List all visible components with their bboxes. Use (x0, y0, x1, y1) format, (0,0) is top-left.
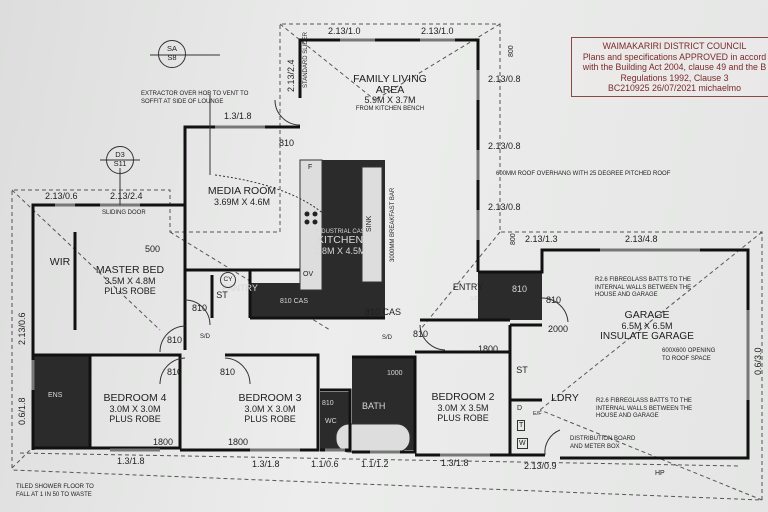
window-label: 1.3/1.8 (441, 458, 469, 468)
window-label: 2.13/4.8 (625, 234, 658, 244)
council-approval-stamp: WAIMAKARIRI DISTRICT COUNCIL Plans and s… (571, 37, 768, 97)
door-label: 810 (192, 303, 208, 313)
window-label: 1.3/1.8 (252, 459, 280, 469)
door-label: 810 (322, 400, 334, 407)
bathtub (335, 423, 411, 453)
room-storage-2: ST (516, 365, 528, 375)
window-label: 0.6/3.0 (753, 347, 763, 375)
window-label: 2.13/2.4 (286, 59, 296, 92)
door-label: 810 (546, 295, 562, 305)
note-roof-overhang: 600MM ROOF OVERHANG WITH 25 DEGREE PITCH… (496, 171, 671, 177)
door-swings (159, 99, 569, 456)
dimension-label: 500 (145, 244, 161, 254)
room-wir: WIR (49, 256, 71, 268)
room-storage: ST (216, 290, 228, 300)
room-ensuite: ENS (48, 392, 63, 399)
window-label: 1.1/0.6 (311, 459, 339, 469)
window-label: 2.13/1.0 (328, 26, 361, 36)
room-wc: WC (325, 418, 337, 425)
window-label: 2.13/0.8 (488, 141, 521, 151)
dryer-label: D (517, 405, 523, 412)
smoke-detector-2: S/D (382, 335, 393, 341)
room-entry: ENTRY (452, 282, 484, 292)
window-label: 2.13/1.3 (525, 234, 558, 244)
ef-label: E/F (533, 411, 542, 417)
oven-label: OV (303, 271, 314, 278)
door-label: 1000 (387, 370, 403, 377)
window-label: 2.13/1.0 (421, 26, 454, 36)
note-sliding-door: SLIDING DOOR (102, 210, 146, 216)
window-label: 2.13/2.4 (110, 191, 143, 201)
sink-label: SINK (366, 215, 373, 232)
windows (31, 38, 750, 457)
window-label: 0.6/1.8 (17, 397, 27, 425)
hob-icon (304, 211, 318, 225)
window-label: 1.3/1.8 (117, 456, 145, 466)
smoke-detector-1: S/D (200, 334, 211, 340)
kitchen-island-bench (361, 166, 383, 283)
note-standard-slider: STANDARD SLIDER (303, 32, 309, 88)
note-breakfast-bar: 3000MM BREAKFAST BAR (390, 187, 396, 262)
window-label: 1.3/1.8 (224, 111, 252, 121)
dimension-label: 800 (508, 45, 515, 57)
window-label: 2.13/0.6 (45, 191, 78, 201)
fridge-label: F (308, 164, 313, 171)
door-label: 810 (167, 367, 183, 377)
room-pantry: PANTRY (222, 283, 258, 293)
roof-outline (11, 23, 763, 501)
pantry-door-label: 810 CAS (280, 298, 309, 305)
tub-label: T (517, 420, 526, 431)
door-label: 2000 (548, 324, 569, 334)
smoke-detector-3: S/D (470, 296, 479, 302)
window-label: 2.13/0.6 (17, 312, 27, 345)
door-label: 810 (279, 138, 295, 148)
window-label: 2.13/0.8 (488, 74, 521, 84)
window-label: 1.1/1.2 (361, 459, 389, 469)
robe-width-label: 1800 (228, 437, 249, 447)
dimension-label: 800 (510, 233, 517, 245)
door-label: 810 (512, 284, 528, 294)
heat-pump-label: HP (655, 470, 665, 477)
room-bath: BATH (362, 401, 386, 411)
window-label: 2.13/0.8 (488, 202, 521, 212)
door-label: 810 (413, 329, 429, 339)
robe-width-label: 1800 (153, 437, 174, 447)
kitchen-bench (299, 159, 323, 291)
door-label: 810 (167, 335, 183, 345)
cylinder-label: CY (220, 272, 236, 288)
room-laundry: LDRY (551, 392, 579, 404)
washer-label: W (517, 438, 528, 449)
door-label: 810 CAS (365, 307, 402, 317)
door-label: 810 (220, 367, 236, 377)
window-label: 2.13/0.9 (524, 461, 557, 471)
robe-width-label: 1800 (478, 344, 499, 354)
